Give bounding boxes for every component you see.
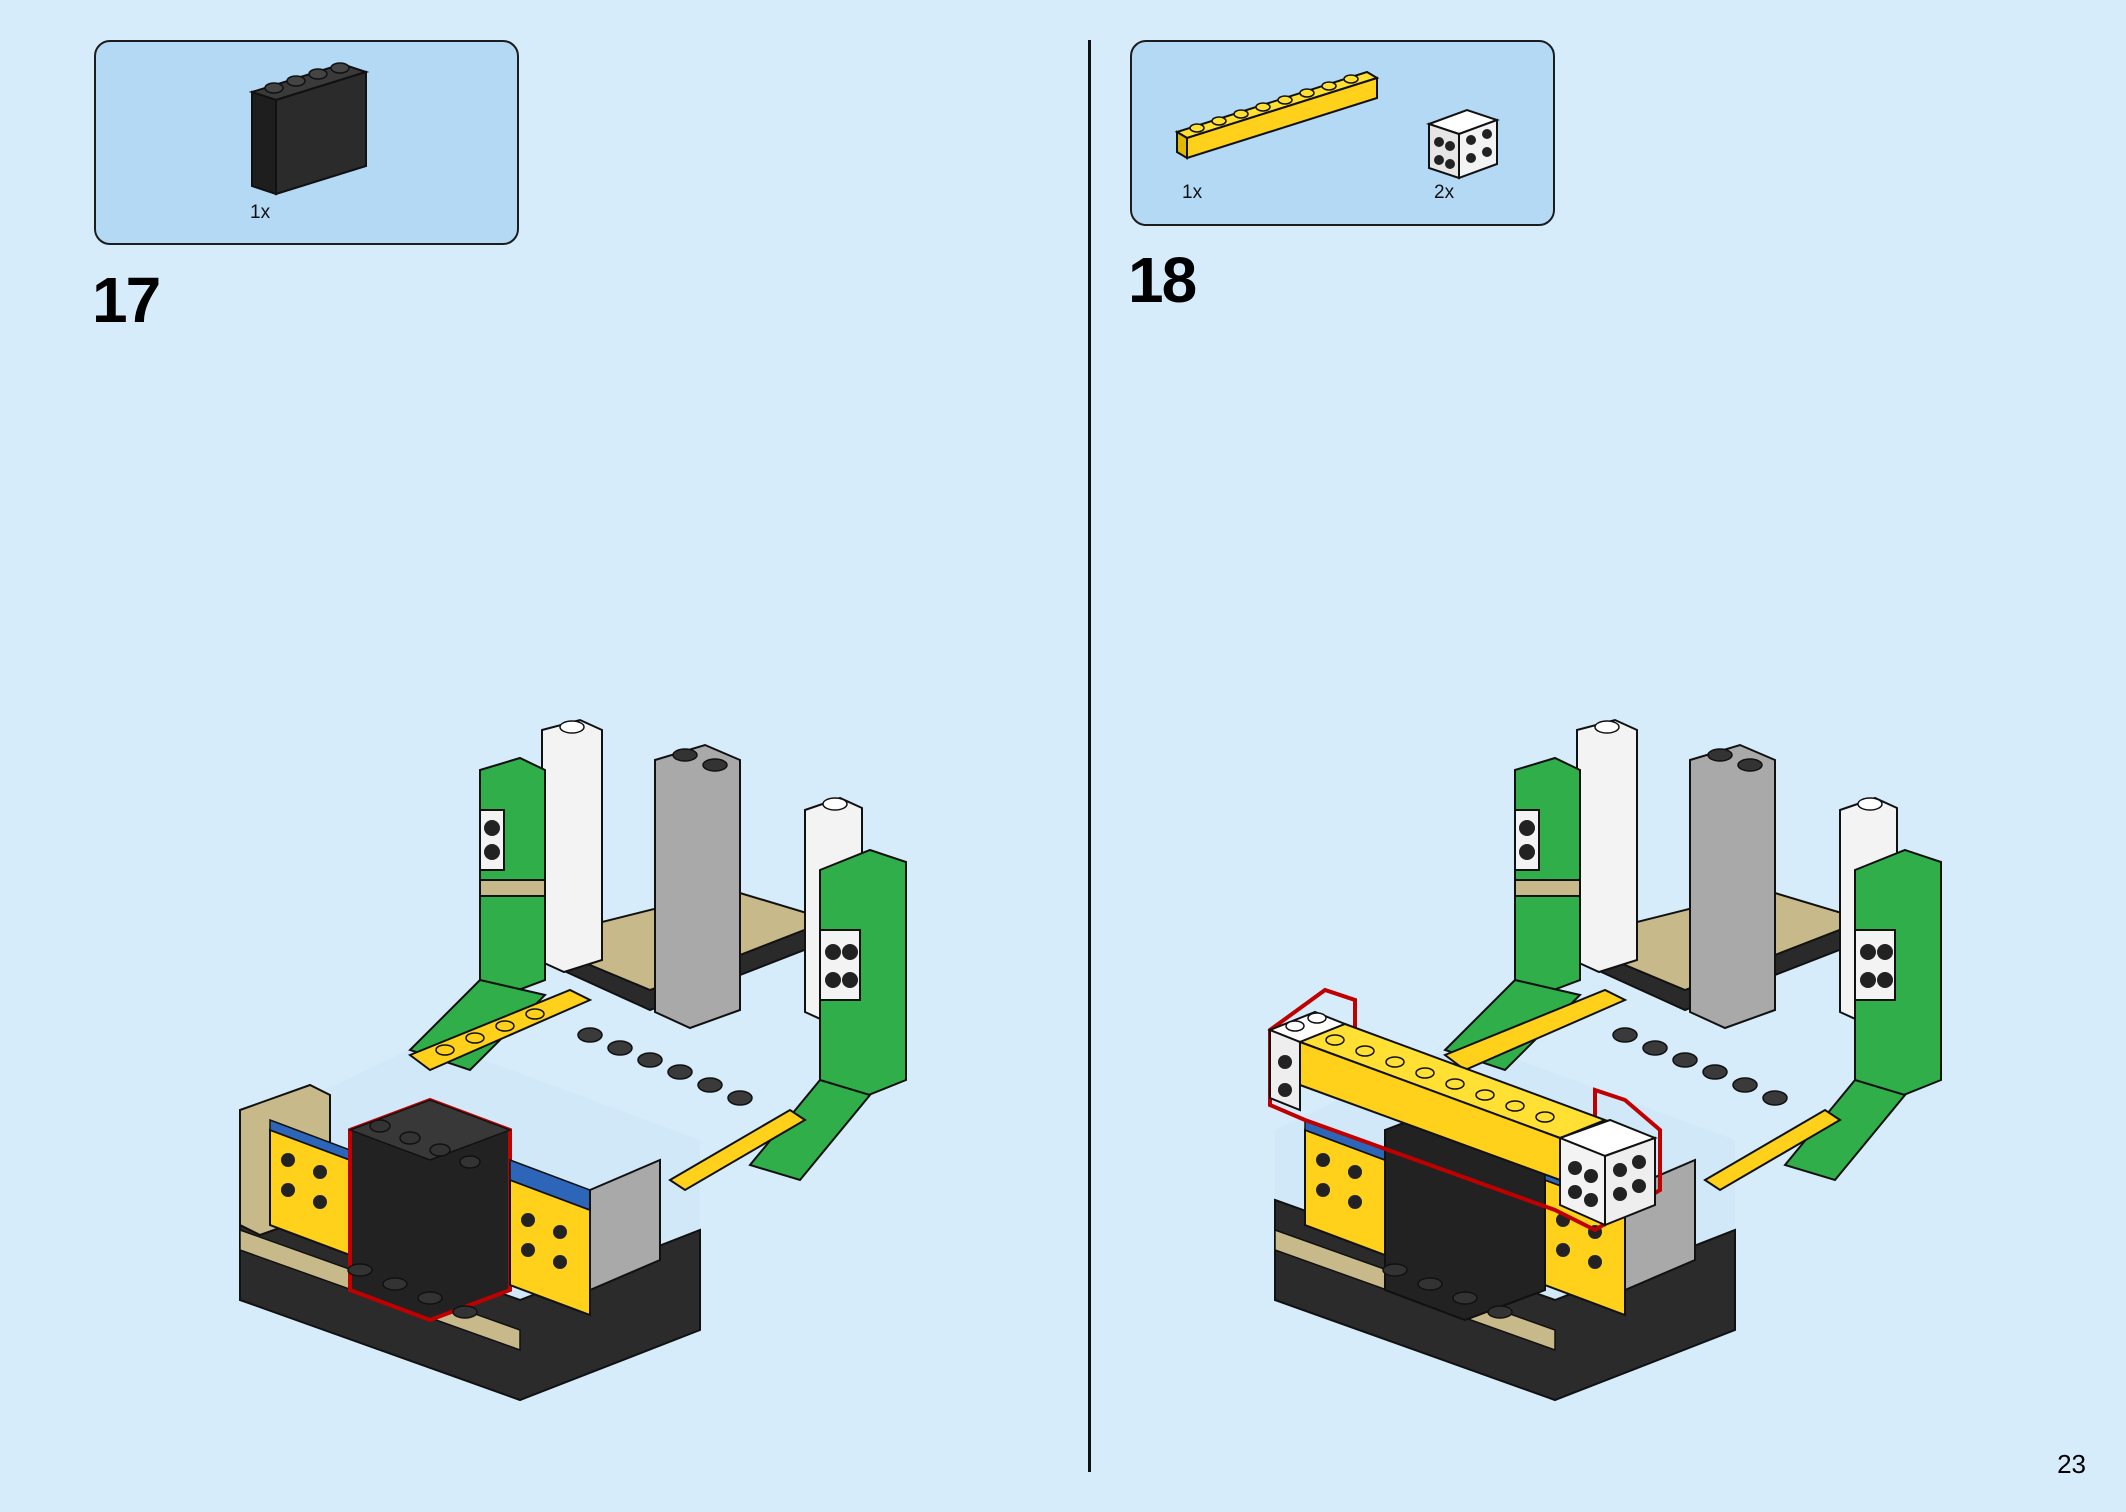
part-quantity: 1x — [250, 202, 271, 223]
model-illustration-step-17 — [239, 718, 907, 1402]
part-quantity: 1x — [1182, 182, 1203, 203]
part-quantity: 2x — [1434, 182, 1455, 203]
parts-callout-step-17: 1x — [94, 40, 519, 245]
parts-callout-step-18: 1x 2x — [1130, 40, 1555, 226]
step-number: 18 — [1128, 244, 1197, 316]
page-number: 23 — [2057, 1449, 2086, 1479]
page-divider — [1088, 40, 1091, 1472]
yellow-plate-part-icon — [1174, 70, 1380, 160]
white-brick-part-icon — [1425, 108, 1501, 180]
model-illustration-step-18 — [1267, 718, 1942, 1402]
step-number: 17 — [92, 264, 161, 336]
black-brick-part-icon — [248, 62, 370, 196]
